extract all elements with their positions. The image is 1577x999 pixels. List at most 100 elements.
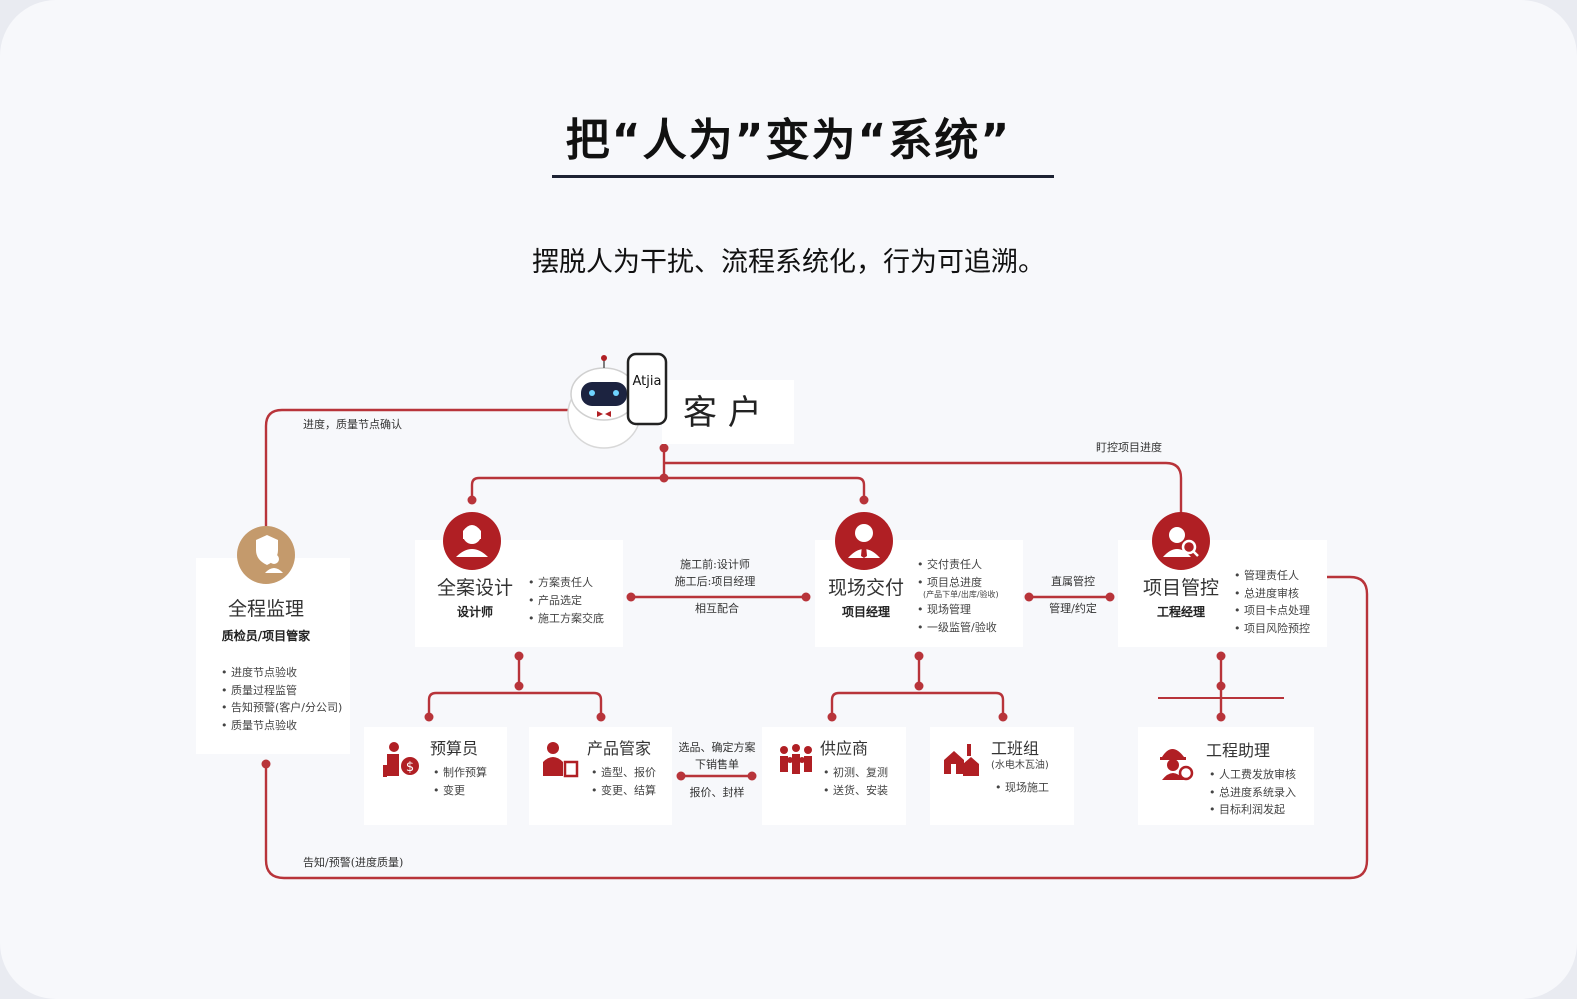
list-item: • 现场施工 [995,780,1049,794]
product-manager-icon [543,742,579,778]
customer-box [662,380,794,444]
pm-title: 项目管控 [1143,577,1219,599]
list-item: • 变更、结算 [591,783,656,797]
list-item: • 人工费发放审核 [1209,767,1296,781]
dot [596,712,606,722]
team-subtitle: (水电木瓦油) [991,758,1049,771]
dot [998,712,1008,722]
design-subtitle: 设计师 [457,604,493,619]
supervision-box [196,558,350,754]
pm-items: • 管理责任人 • 总进度审核 • 项目卡点处理 • 项目风险预控 [1234,568,1310,635]
list-item: • 一级监管/验收 [917,620,997,634]
annotation-product-supplier-2: 下销售单 [695,757,739,771]
budget-title: 预算员 [430,739,478,758]
supervision-subtitle: 质检员/项目管家 [222,628,311,643]
boxes [196,380,1327,825]
annotation-design-site-1: 施工前:设计师 [680,557,750,571]
supplier-items: • 初测、复测 • 送货、安装 [823,765,888,797]
list-item: • 方案责任人 [528,575,593,589]
pm-subtitle: 工程经理 [1157,604,1205,619]
site-items: • 交付责任人 • 项目总进度 (产品下单/出库/验收) • 现场管理 • 一级… [917,557,999,634]
product-items: • 造型、报价 • 变更、结算 [591,765,656,797]
supplier-box [762,727,906,825]
annotation-site-pm-2: 管理/约定 [1049,601,1097,615]
dot [1216,681,1226,691]
list-item: • 现场管理 [917,602,971,616]
dot [659,443,669,453]
annotations: 进度，质量节点确认 盯控项目进度 告知/预警(进度质量) 施工前:设计师 施工后… [303,417,1162,869]
list-item: • 项目卡点处理 [1234,604,1310,617]
design-items: • 方案责任人 • 产品选定 • 施工方案交底 [528,575,604,625]
title-underline [552,175,1054,178]
supervision-icon [237,526,295,584]
list-item: • 总进度审核 [1234,586,1299,600]
mascot-eye [613,390,619,396]
list-item: • 交付责任人 [917,557,982,571]
customer-label: 客 户 [683,393,762,433]
pm-box [1118,540,1327,647]
supervision-items: • 进度节点验收 • 质量过程监管 • 告知预警(客户/分公司) • 质量节点验… [221,665,342,732]
list-item: • 产品选定 [528,593,582,607]
list-item: • 施工方案交底 [528,611,604,625]
annotation-design-site-3: 相互配合 [695,601,739,615]
annotation-top-right: 盯控项目进度 [1096,440,1162,454]
line-monitor-pm [664,461,1183,515]
supervision-title: 全程监理 [228,598,304,620]
line-branch-top [470,476,866,500]
dot [1105,592,1115,602]
annotation-site-pm-1: 直属管控 [1051,574,1095,588]
list-item-note: (产品下单/出库/验收) [923,589,999,599]
dot [1024,592,1034,602]
team-icon [944,744,979,776]
list-item: • 变更 [433,783,465,797]
team-box [930,727,1074,825]
budget-icon: $ [383,742,419,777]
dot [676,771,686,781]
dot [859,495,869,505]
inspector-icon [1152,512,1210,570]
page-title: 把“人为”变为“系统” [565,115,1012,166]
svg-text:$: $ [406,760,414,775]
mascot-antenna [601,355,607,361]
list-item: • 告知预警(客户/分公司) [221,700,342,714]
supplier-title: 供应商 [820,739,868,758]
dot [261,759,271,769]
list-item: • 管理责任人 [1234,568,1299,582]
list-item: • 质量过程监管 [221,683,297,697]
manager-icon [835,512,893,570]
list-item: • 造型、报价 [591,765,656,779]
dot [1216,712,1226,722]
product-title: 产品管家 [587,739,651,758]
dot [827,712,837,722]
dot [914,651,924,661]
assistant-title: 工程助理 [1206,741,1270,760]
list-item: • 制作预算 [433,765,487,779]
list-item: • 初测、复测 [823,765,888,779]
line-site-branch [830,691,1005,717]
list-item: • 送货、安装 [823,783,888,797]
list-item: • 目标利润发起 [1209,802,1285,816]
line-bottom-loop [264,575,1369,880]
dot [1216,651,1226,661]
annotation-top-left: 进度，质量节点确认 [303,417,402,431]
list-item: • 进度节点验收 [221,665,297,679]
line-customer-supervision [264,408,572,541]
dot [747,771,757,781]
annotation-product-supplier-1: 选品、确定方案 [679,740,756,754]
team-items: • 现场施工 [995,780,1049,794]
list-item: • 项目风险预控 [1234,621,1310,635]
mascot-eye [589,390,595,396]
annotation-bottom: 告知/预警(进度质量) [303,855,403,869]
design-title: 全案设计 [437,577,513,599]
dot [467,495,477,505]
dot [514,681,524,691]
mascot-visor [581,382,627,406]
customer-mascot: Atjia [567,352,668,449]
supplier-icon [780,744,812,774]
dot [801,592,811,602]
site-title: 现场交付 [828,577,904,599]
list-item: • 质量节点验收 [221,718,297,732]
phone-icon [626,352,668,426]
connector-lines [264,408,1369,880]
